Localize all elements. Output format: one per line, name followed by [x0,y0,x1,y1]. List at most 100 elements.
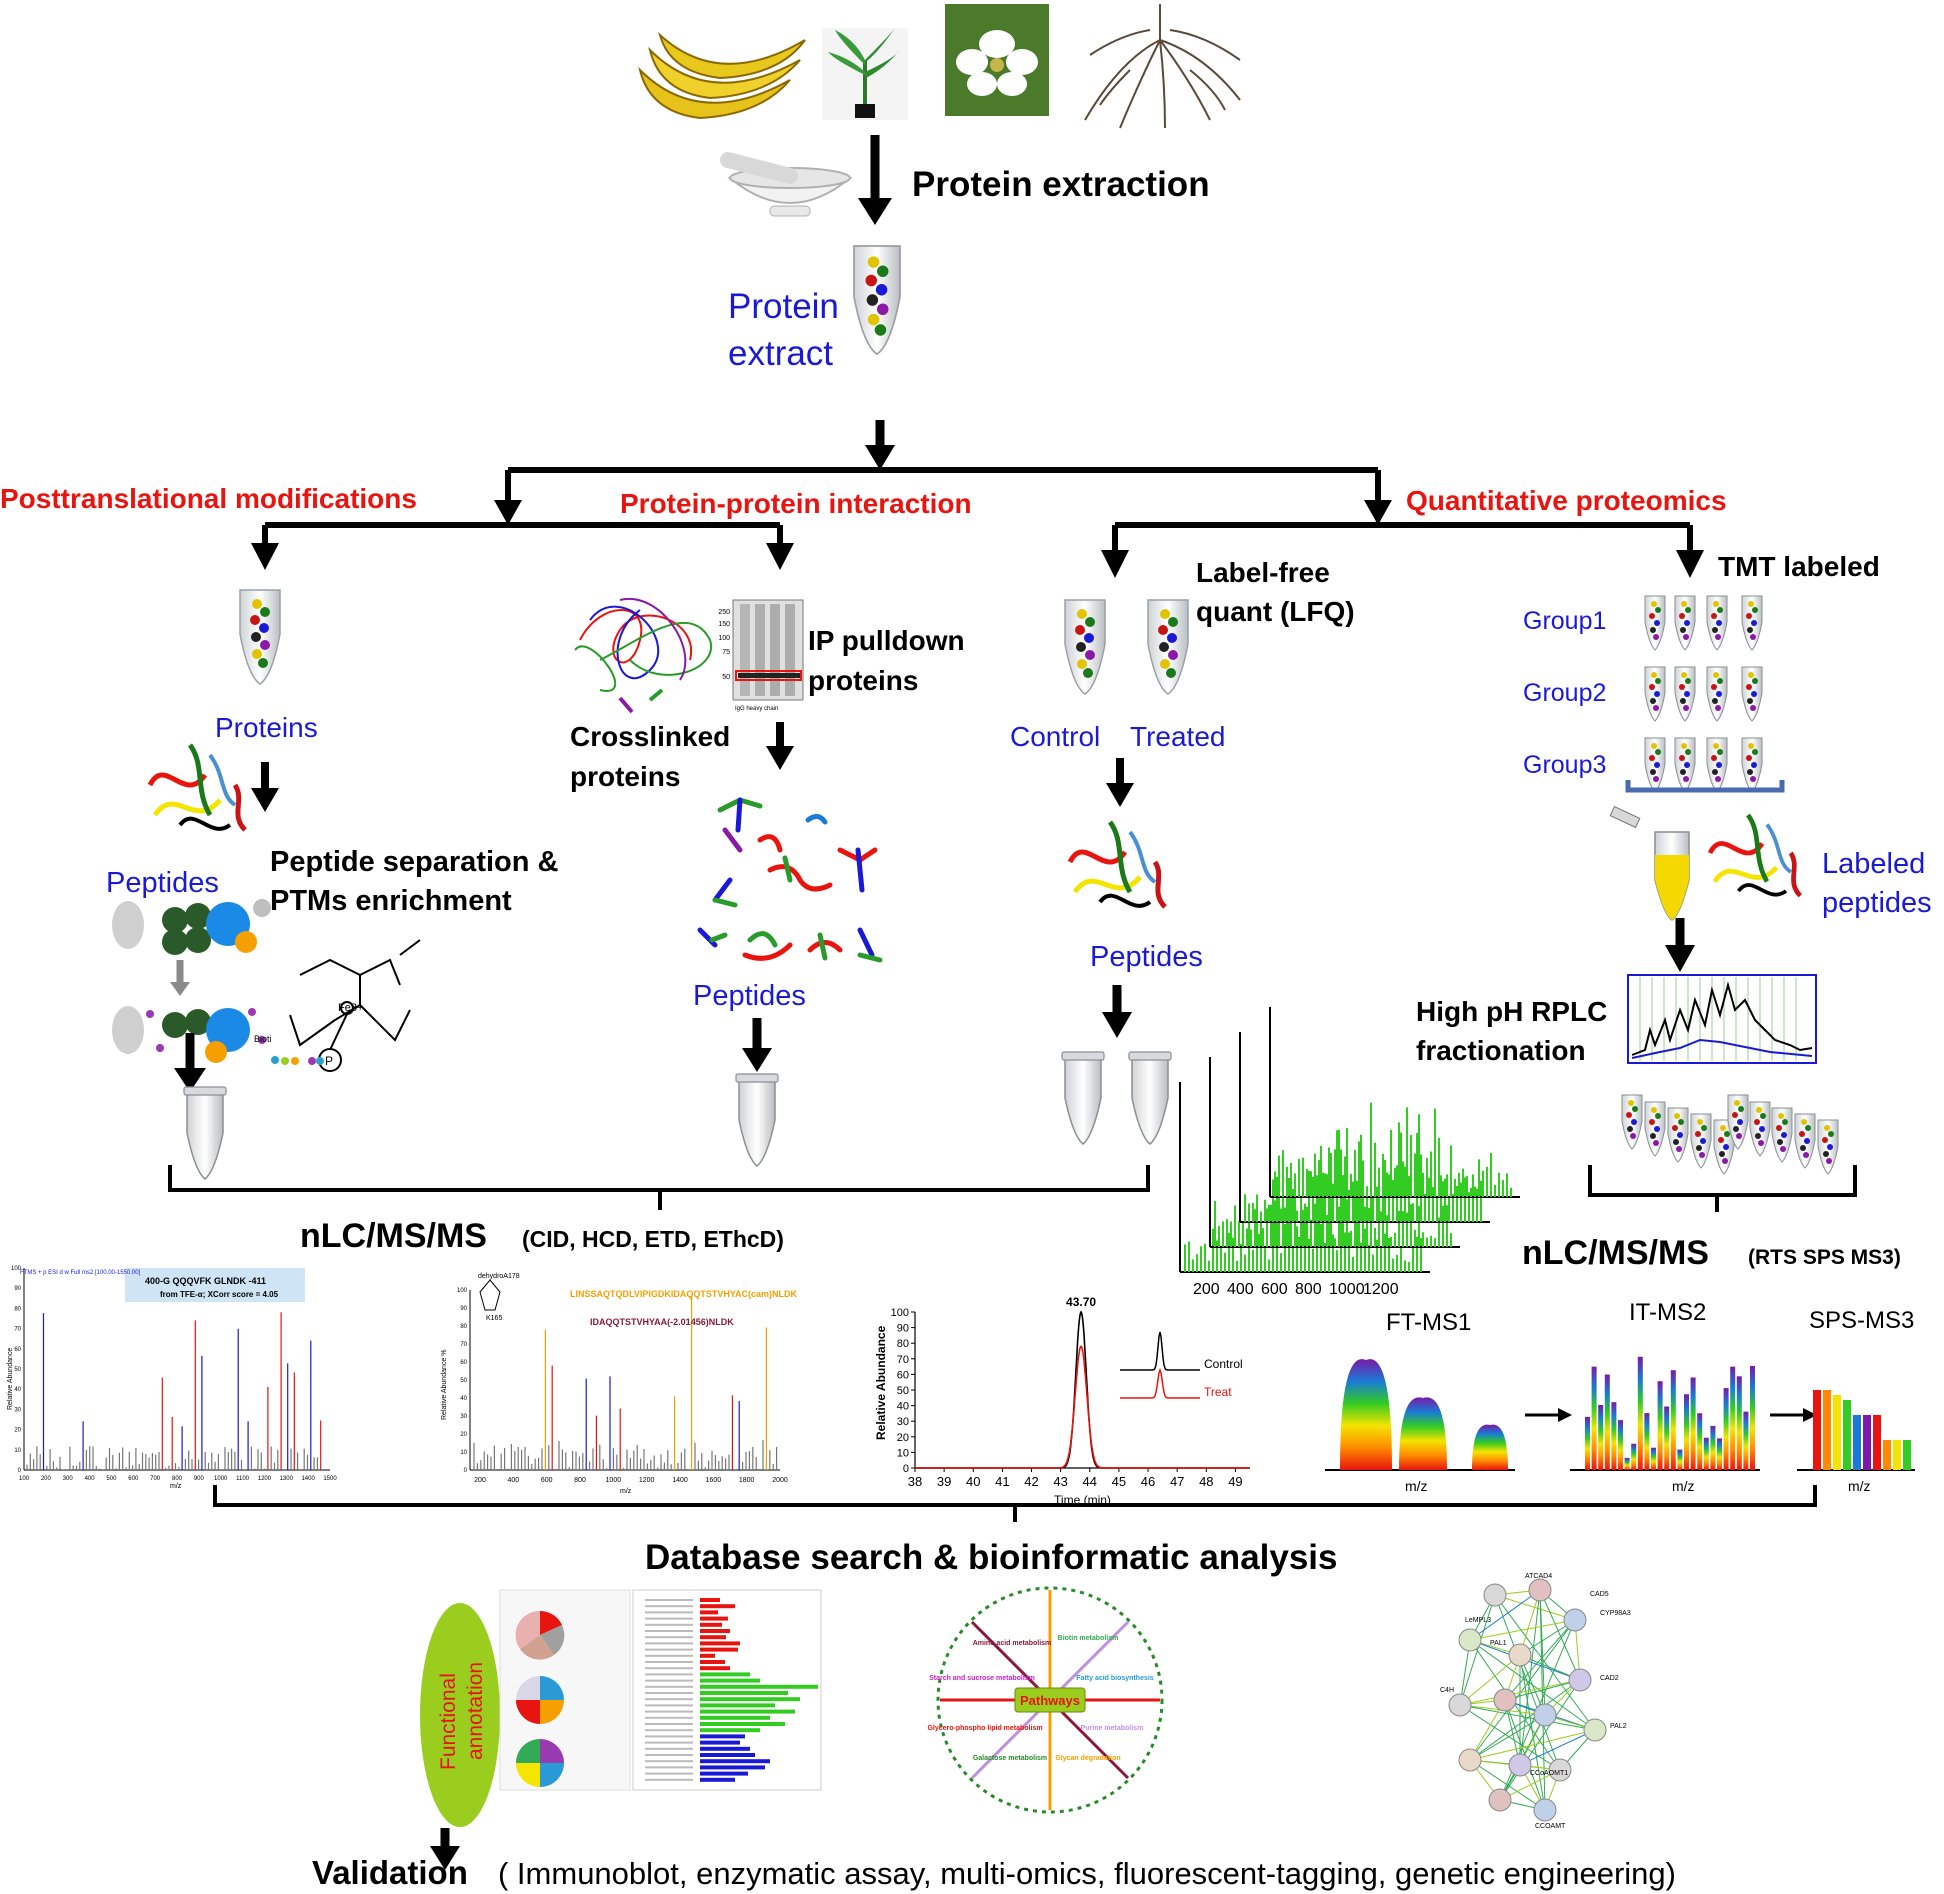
network-edge [1459,1704,1561,1771]
go-bar [700,1666,730,1671]
pathway-starch: Starch and sucrose metabolism [929,1675,1035,1682]
go-bar-label [645,1754,693,1756]
sps-ms1-peak [1399,1397,1447,1470]
sps-mz-2: m/z [1672,1478,1695,1494]
sps-ms2-bar [1717,1438,1722,1470]
sps-ms3-bar [1893,1440,1901,1470]
tmt-title: TMT labeled [1718,551,1880,582]
go-bar-label [645,1679,693,1682]
spec1-ytick: 40 [14,1387,21,1393]
go-bar [700,1672,750,1677]
network-node [1448,1693,1472,1717]
go-bar-label [645,1723,693,1725]
network-node [1508,1643,1532,1667]
root-image [1084,4,1241,129]
spec1-ytick: 0 [18,1468,22,1474]
spec2-ytick: 0 [464,1468,468,1474]
go-bar [700,1691,788,1695]
ppi-final-tube [735,1073,779,1167]
spec2-xtick: 400 [507,1477,519,1484]
go-bar-label [645,1623,693,1626]
tmt-arrow-1 [1665,918,1695,972]
go-bar [700,1759,770,1764]
sps-ms2-bar [1585,1416,1590,1470]
network-edge [1519,1729,1596,1766]
xic-xtick-44: 44 [1083,1474,1097,1489]
gel-ladder-50: 50 [722,674,730,681]
go-bar [700,1777,735,1782]
spec1-ytick: 70 [14,1327,21,1333]
go-bar [700,1734,745,1739]
xic-legend-treat: Treat [1204,1385,1232,1399]
go-bar [700,1722,785,1726]
sps-ms2-bar [1618,1420,1623,1470]
sps-ms2-bar [1637,1356,1643,1470]
go-bar [700,1629,730,1633]
spec2-ytick: 40 [460,1396,467,1402]
xic-ytick-10: 10 [897,1447,909,1459]
network-node [1583,1718,1607,1742]
go-bar [700,1771,748,1776]
sps-ms3-label: SPS-MS3 [1809,1307,1914,1334]
go-bar-label [645,1729,693,1732]
stack-tick-800: 800 [1295,1281,1322,1298]
network-edge [1469,1729,1596,1761]
xic-series-control [915,1310,1250,1469]
network-node-label: CAD2 [1600,1675,1619,1682]
sps-ms3-bar [1883,1440,1891,1470]
stack-tick-1200: 1200 [1363,1281,1399,1298]
go-bar-label [645,1760,693,1763]
go-bar [700,1709,795,1714]
tmt-group-1: Group1 [1523,607,1606,635]
go-bar [700,1715,770,1720]
stack-tick-600: 600 [1261,1281,1288,1298]
go-bar-label [645,1636,693,1639]
phospho-label: P [325,1054,333,1068]
xic-ytick-90: 90 [897,1323,909,1335]
network-edge [1469,1589,1541,1641]
sps-ms2-bar [1736,1376,1742,1470]
left-ms-sub: (CID, HCD, ETD, EThcD) [522,1226,784,1252]
go-bar-label [645,1685,693,1688]
sps-ms2-bar [1644,1413,1650,1470]
go-bar-label [645,1667,693,1670]
branch-lines [262,467,1693,552]
banana-plant-image [822,28,908,120]
sps-ms3-bar [1863,1415,1871,1470]
spec2-ytick: 100 [457,1288,468,1294]
network-edge [1459,1704,1596,1731]
network-edge [1469,1679,1581,1761]
spec2-xtick: 2000 [772,1477,788,1484]
lfq-final-tube-1 [1061,1051,1105,1145]
xic-ylabel: Relative Abundance [874,1325,888,1440]
lfq-peptides-label: Peptides [1090,941,1203,973]
xic-ytick-80: 80 [897,1338,909,1350]
network-node-label: LeMPL3 [1465,1617,1491,1624]
gel-ladder: 250 150 100 75 50 IgG heavy chain [718,609,778,712]
gel-caption: IgG heavy chain [735,706,778,712]
lfq-arrow-1 [1106,758,1134,807]
spec1-ytick: 50 [14,1367,21,1373]
pathway-biotin: Biotin metabolism [1058,1635,1119,1642]
spec2-seq2: IDAQQTSTVHYAA(-2.01456)NLDK [590,1317,734,1327]
network-node [1528,1578,1552,1602]
sps-ms1-label: FT-MS1 [1386,1309,1471,1336]
xic-xtick-49: 49 [1228,1474,1242,1489]
sps-ms1-peak [1472,1424,1508,1470]
network-node [1533,1703,1557,1727]
go-bar-label [645,1648,693,1651]
sps-ms3-bar [1813,1390,1821,1470]
network-node [1493,1688,1517,1712]
stack-tick-1000: 1000 [1329,1281,1365,1298]
go-bar-label [645,1617,693,1620]
spec1-xtick: 1200 [258,1476,272,1482]
right-ms-title: nLC/MS/MS [1522,1234,1709,1272]
spec1-xtick: 500 [106,1476,117,1482]
tmt-labeled-2: peptides [1822,887,1932,919]
network-edge [1494,1594,1596,1731]
sps-ms3-bar [1873,1415,1881,1470]
sps-mz-1: m/z [1405,1478,1428,1494]
